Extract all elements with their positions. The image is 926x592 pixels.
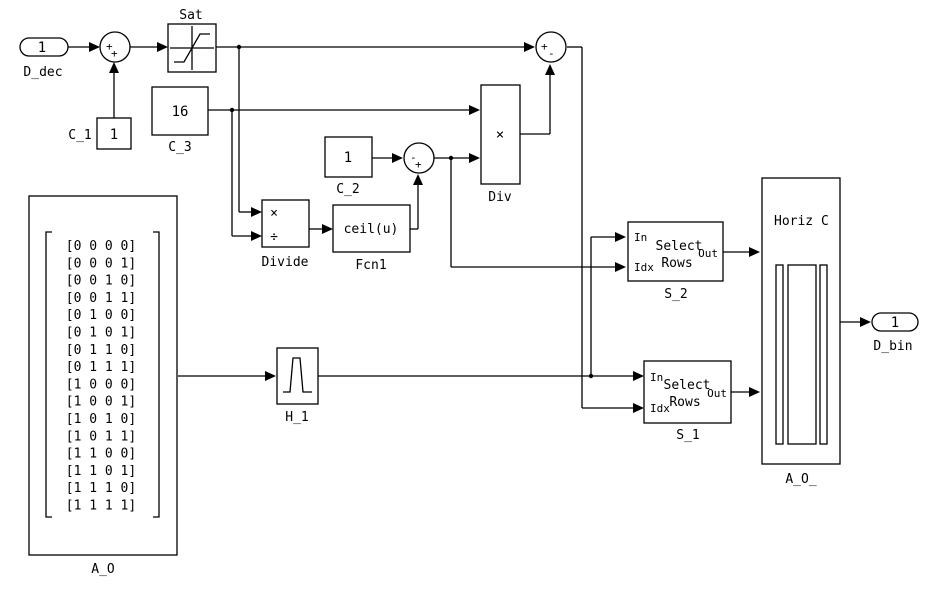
divide-label: Divide	[262, 255, 309, 270]
matrix-row: [0 0 0 0]	[66, 239, 136, 254]
sat-label: Sat	[179, 8, 202, 23]
horiz-cat-label: A_O_	[785, 472, 816, 487]
s-2-select-rows-block[interactable]: In Idx Select Rows Out	[627, 221, 724, 282]
div-label: Div	[488, 190, 512, 205]
s-1-title-1: Select	[664, 378, 711, 393]
sat-block[interactable]	[167, 23, 217, 73]
s-2-title-2: Rows	[661, 256, 692, 271]
matrix-row: [0 1 0 0]	[66, 308, 136, 323]
sum3-sign-a: +	[541, 40, 548, 53]
sum3-block[interactable]: + -	[535, 31, 567, 63]
d-bin-outport[interactable]: 1	[871, 312, 919, 332]
sum1-sign-a: +	[106, 40, 113, 53]
c-2-label: C_2	[336, 182, 359, 197]
a-o-label: A_O	[91, 562, 115, 577]
wires	[68, 42, 871, 413]
fcn1-block[interactable]: ceil(u)	[332, 204, 411, 253]
s-1-title-2: Rows	[669, 395, 700, 410]
matrix-row: [1 0 1 0]	[66, 412, 136, 427]
d-dec-inport[interactable]: 1	[19, 37, 69, 57]
matrix-rows: [0 0 0 0] [0 0 0 1] [0 0 1 0] [0 0 1 1] [0 1…	[66, 239, 136, 514]
matrix-row: [0 1 0 1]	[66, 326, 136, 341]
h-1-block[interactable]	[276, 347, 319, 405]
matrix-row: [1 0 0 0]	[66, 377, 136, 392]
matrix-row: [1 1 0 0]	[66, 447, 136, 462]
c-1-constant[interactable]: 1	[96, 117, 132, 150]
fcn1-label: Fcn1	[355, 258, 386, 273]
matrix-row: [0 0 1 0]	[66, 274, 136, 289]
s-2-label: S_2	[664, 287, 687, 302]
matrix-row: [0 0 1 1]	[66, 291, 136, 306]
d-bin-value: 1	[891, 315, 899, 331]
s-2-out-port: Out	[698, 247, 718, 260]
sum2-sign-b: +	[415, 158, 422, 171]
a-o-matrix-block[interactable]: [0 0 0 0] [0 0 0 1] [0 0 1 0] [0 0 1 1] [0 1…	[28, 195, 178, 556]
matrix-row: [1 1 0 1]	[66, 464, 136, 479]
d-dec-label: D_dec	[23, 65, 62, 80]
c-3-constant[interactable]: 16	[151, 86, 209, 136]
matrix-row: [0 1 1 1]	[66, 360, 136, 375]
c-2-constant[interactable]: 1	[324, 136, 373, 178]
matrix-row: [0 0 0 1]	[66, 256, 136, 271]
sum1-sign-b: +	[111, 47, 118, 60]
s-2-idx-port: Idx	[634, 261, 654, 274]
s-2-in-port: In	[634, 231, 647, 244]
sum3-sign-b: -	[548, 47, 555, 60]
divide-op2: ÷	[270, 230, 278, 245]
s-1-idx-port: Idx	[650, 402, 670, 415]
div-op: ×	[496, 127, 504, 143]
sum2-block[interactable]: - +	[403, 142, 435, 174]
divide-op1: ×	[270, 206, 278, 221]
divide-block[interactable]: × ÷	[261, 199, 310, 248]
c-3-value: 16	[172, 104, 189, 120]
horiz-cat-block[interactable]: Horiz C	[761, 177, 841, 465]
c-2-value: 1	[344, 150, 352, 166]
matrix-row: [1 1 1 0]	[66, 481, 136, 496]
h-1-label: H_1	[285, 410, 308, 425]
matrix-row: [1 0 0 1]	[66, 395, 136, 410]
s-1-in-port: In	[650, 371, 663, 384]
s-1-out-port: Out	[707, 387, 727, 400]
d-bin-label: D_bin	[873, 339, 912, 354]
div-product-block[interactable]: ×	[480, 84, 521, 185]
horiz-cat-title: Horiz C	[774, 214, 829, 229]
sum2-sign-a: -	[410, 151, 417, 164]
matrix-row: [1 0 1 1]	[66, 429, 136, 444]
s-2-title-1: Select	[656, 239, 703, 254]
d-dec-value: 1	[38, 40, 46, 56]
s-1-select-rows-block[interactable]: In Idx Select Rows Out	[643, 360, 732, 424]
matrix-row: [1 1 1 1]	[66, 499, 136, 514]
c-3-label: C_3	[168, 140, 191, 155]
fcn1-expr: ceil(u)	[344, 222, 399, 237]
s-1-label: S_1	[676, 428, 699, 443]
c-1-label: C_1	[68, 128, 91, 143]
sum1-block[interactable]: + +	[99, 31, 131, 63]
matrix-row: [0 1 1 0]	[66, 343, 136, 358]
c-1-value: 1	[110, 127, 118, 143]
